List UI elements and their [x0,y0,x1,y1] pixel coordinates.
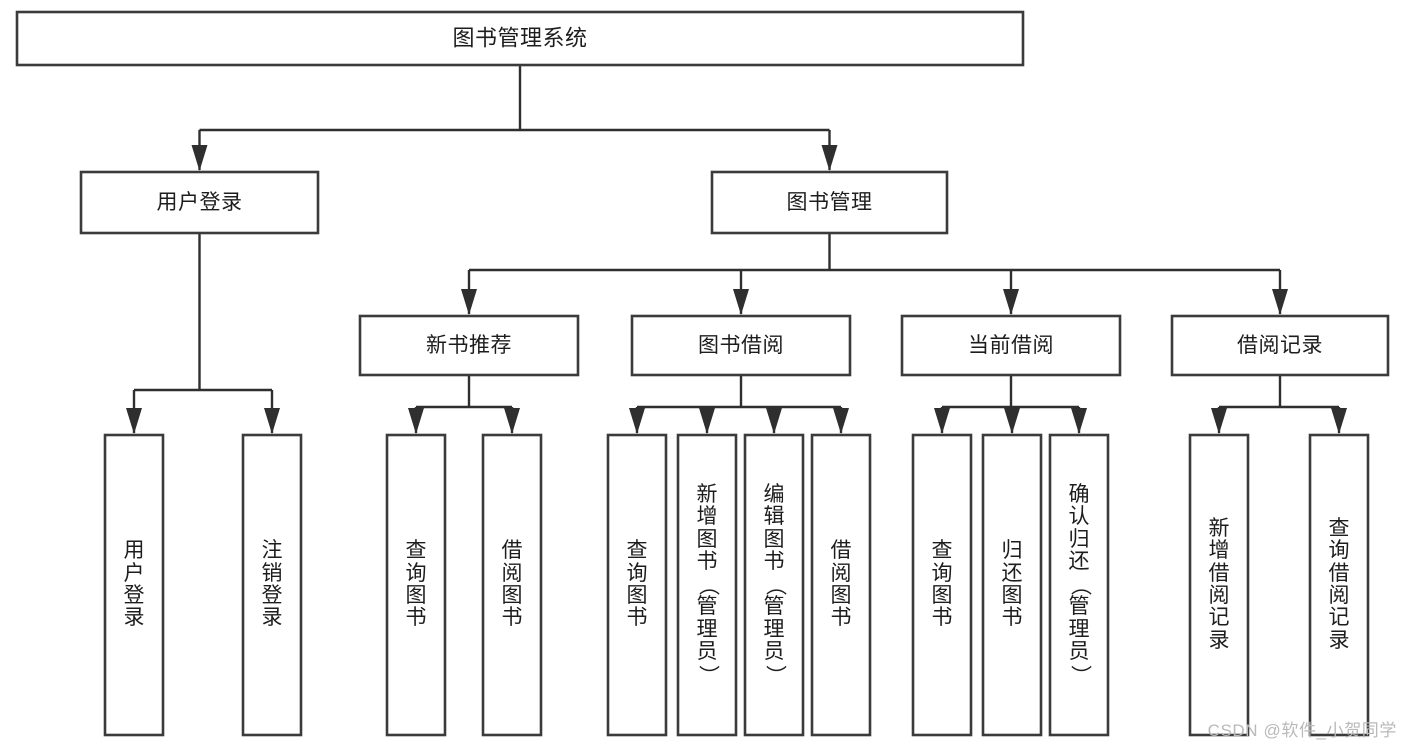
node-leaf[interactable] [1308,433,1370,737]
node-box-图书管理系统[interactable] [15,10,1025,67]
node-level3[interactable] [1170,314,1390,377]
node-label-用户登录: 用户登录 [157,191,243,214]
node-leaf[interactable] [981,433,1043,737]
csdn-watermark: CSDN @软件_小贺同学 [1207,721,1397,740]
node-root[interactable] [15,10,1025,67]
arrow-head-icon [699,408,715,434]
node-box-当前借阅[interactable] [900,314,1122,377]
node-leaf[interactable] [911,433,973,737]
arrow-head-icon [191,145,208,171]
arrow-head-icon [629,408,645,434]
node-label-图书管理系统: 图书管理系统 [452,25,587,50]
arrow-head-icon [1211,408,1227,434]
arrow-head-icon [126,408,142,434]
node-leaf[interactable] [743,433,805,737]
arrow-head-icon [766,408,782,434]
arrow-head-icon [264,408,280,434]
node-level2[interactable] [79,170,320,235]
node-label-图书借阅: 图书借阅 [698,334,784,357]
arrow-head-icon [833,408,849,434]
arrow-head-icon [766,408,782,434]
arrow-head-icon [1004,408,1020,434]
arrow-head-icon [1003,289,1019,315]
arrow-head-icon [733,289,749,315]
arrow-head-icon [1272,289,1288,315]
node-label-图书管理: 图书管理 [787,191,873,214]
node-leaf[interactable] [606,433,668,737]
connector-group [629,375,849,434]
node-box-查询图书[interactable] [606,433,668,737]
node-box-归还图书[interactable] [981,433,1043,737]
connector-group [126,233,280,434]
node-label-当前借阅: 当前借阅 [968,334,1054,357]
node-box-新书推荐[interactable] [358,314,580,377]
connector-group [1211,375,1347,434]
arrow-head-icon [733,289,749,315]
connector-group [191,65,838,171]
node-label-借阅记录: 借阅记录 [1237,334,1323,357]
arrow-head-icon [934,408,950,434]
node-leaf[interactable] [241,433,303,737]
node-box-新增借阅记录[interactable] [1188,433,1250,737]
arrow-head-icon [1071,408,1087,434]
arrow-head-icon [191,145,208,171]
arrow-head-icon [821,145,838,171]
arrow-head-icon [126,408,142,434]
node-box-编辑图书管理员[interactable] [743,433,805,737]
node-box-用户登录[interactable] [103,433,165,737]
node-level2[interactable] [710,170,949,235]
arrow-head-icon [1331,408,1347,434]
arrow-head-icon [461,289,477,315]
node-level3[interactable] [630,314,852,377]
arrow-head-icon [1071,408,1087,434]
node-leaf[interactable] [676,433,738,737]
arrow-head-icon [1211,408,1227,434]
node-leaf[interactable] [810,433,872,737]
connector-group [461,233,1288,315]
node-box-查询借阅记录[interactable] [1308,433,1370,737]
arrow-head-icon [1331,408,1347,434]
arrow-head-icon [1003,289,1019,315]
node-box-图书借阅[interactable] [630,314,852,377]
node-leaf[interactable] [1048,433,1110,737]
arrow-head-icon [408,408,424,434]
node-leaf[interactable] [103,433,165,737]
arrow-head-icon [408,408,424,434]
node-box-新增图书管理员[interactable] [676,433,738,737]
connector-group [408,375,520,434]
node-box-查询图书[interactable] [911,433,973,737]
node-leaf[interactable] [385,433,447,737]
node-box-借阅图书[interactable] [481,433,543,737]
node-label-新书推荐: 新书推荐 [426,334,512,357]
arrow-head-icon [1004,408,1020,434]
arrow-head-icon [1272,289,1288,315]
node-leaf[interactable] [481,433,543,737]
node-box-查询图书[interactable] [385,433,447,737]
arrow-head-icon [934,408,950,434]
arrow-head-icon [504,408,520,434]
arrow-head-icon [699,408,715,434]
connector-group [934,375,1087,434]
node-box-注销登录[interactable] [241,433,303,737]
node-box-确认归还管理员[interactable] [1048,433,1110,737]
arrow-head-icon [833,408,849,434]
node-box-图书管理[interactable] [710,170,949,235]
arrow-head-icon [629,408,645,434]
node-level3[interactable] [900,314,1122,377]
arrow-head-icon [821,145,838,171]
arrow-head-icon [461,289,477,315]
arrow-head-icon [264,408,280,434]
node-level3[interactable] [358,314,580,377]
node-box-借阅图书[interactable] [810,433,872,737]
arrow-head-icon [504,408,520,434]
node-leaf[interactable] [1188,433,1250,737]
node-box-用户登录[interactable] [79,170,320,235]
node-box-借阅记录[interactable] [1170,314,1390,377]
